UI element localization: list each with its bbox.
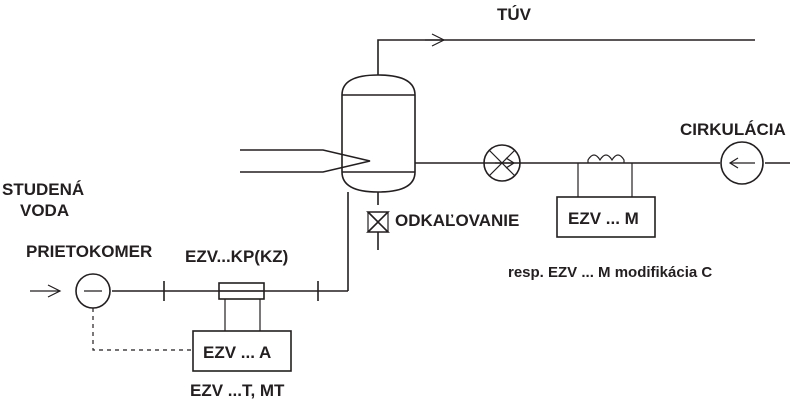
ezv-a-box-label: EZV ... A — [203, 343, 271, 362]
ezv-kp-kz-label: EZV...KP(KZ) — [185, 247, 288, 266]
cirkulacia-label: CIRKULÁCIA — [680, 120, 786, 139]
tuv-label: TÚV — [497, 5, 532, 24]
circulation-pump-icon — [720, 141, 764, 185]
storage-tank — [341, 74, 416, 193]
ezv-a-controller — [192, 330, 292, 372]
hot-water-outlet-line — [377, 33, 755, 75]
pipe-flanges — [163, 281, 319, 301]
ezv-kp-valve — [218, 282, 265, 331]
actuator-coil-icon — [587, 154, 625, 163]
ezv-t-mt-label: EZV ...T, MT — [190, 381, 285, 400]
ezv-m-controller — [556, 163, 656, 238]
studena-label-line2: VODA — [20, 201, 69, 220]
studena-label-line1: STUDENÁ — [2, 180, 84, 199]
flow-meter-signal-line — [92, 308, 193, 351]
drain-valve-icon — [366, 192, 390, 250]
flow-meter-icon — [75, 273, 111, 309]
odkalovanie-label: ODKAĽOVANIE — [395, 211, 519, 230]
ezv-m-modification-note: resp. EZV ... M modifikácia C — [508, 264, 712, 281]
heat-exchanger-inlet — [240, 149, 371, 173]
prietokomer-label: PRIETOKOMER — [26, 242, 152, 261]
ezv-m-box-label: EZV ... M — [568, 209, 639, 228]
mixing-valve-icon — [483, 144, 521, 182]
